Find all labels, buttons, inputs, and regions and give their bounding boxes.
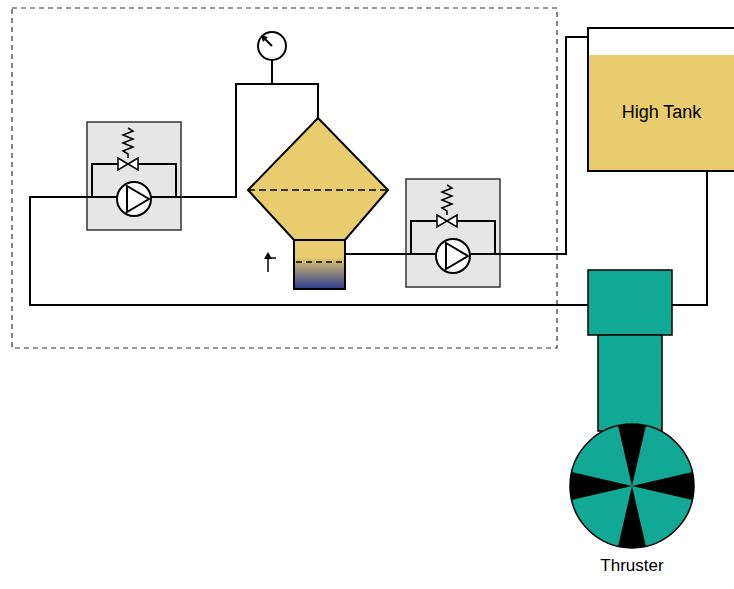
filter-bowl (294, 240, 345, 289)
thruster-shaft (598, 335, 662, 431)
relief-valve (128, 158, 138, 170)
drain-arrow-head (264, 252, 272, 259)
thruster-illustration (557, 268, 707, 552)
pump-triangle (446, 243, 468, 269)
propeller-blade (570, 472, 632, 500)
pump-module (406, 179, 500, 287)
node-label: High Tank (622, 102, 702, 123)
pump-housing (87, 122, 181, 230)
system-boundary (12, 8, 557, 348)
gauge-needle-head (261, 35, 268, 42)
relief-valve (437, 215, 447, 227)
propeller-blade (618, 424, 646, 486)
thruster-unit: Thruster (557, 268, 707, 576)
drain-arrow (267, 258, 269, 272)
gauge-stem (271, 60, 273, 84)
pipe (345, 253, 406, 255)
pipe (470, 253, 500, 255)
water-level (296, 261, 343, 263)
pipe (151, 196, 181, 198)
relief-valve (447, 215, 457, 227)
tank-box: High Tank (587, 27, 734, 172)
pump-symbol (436, 239, 470, 273)
pipe (406, 253, 436, 255)
filter (248, 118, 388, 289)
pump-module (87, 122, 181, 230)
relief-valve (118, 158, 128, 170)
propeller-blade (632, 472, 694, 500)
valve-spring (123, 128, 133, 158)
propeller-blade (618, 486, 646, 548)
gauge-dial (258, 32, 286, 60)
pump-housing (406, 179, 500, 287)
pipe (87, 196, 117, 198)
filter-housing (248, 118, 388, 240)
thruster-hub (588, 270, 672, 335)
pump-triangle (127, 186, 149, 212)
pump-symbol (117, 182, 151, 216)
filter-element (248, 189, 388, 191)
propeller-disc (570, 424, 694, 548)
valve-spring (442, 185, 452, 215)
pressure-gauge (258, 32, 286, 60)
node-label: Thruster (600, 556, 663, 576)
pipe-connector (672, 172, 707, 305)
